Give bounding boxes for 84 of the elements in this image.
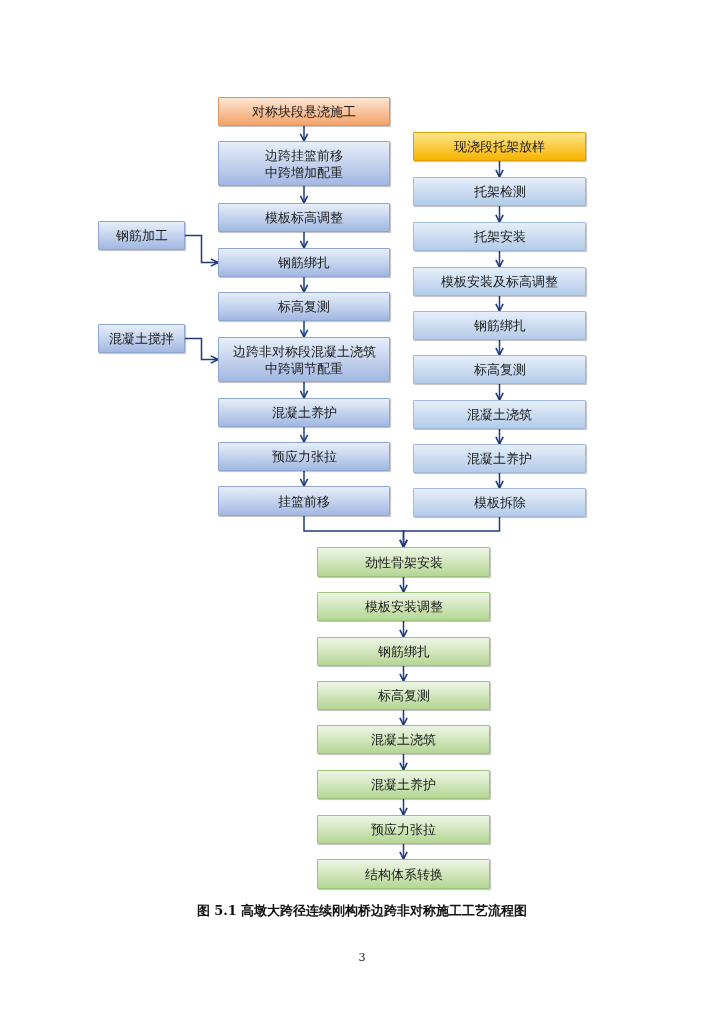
step-text: 混凝土养护 <box>371 776 436 793</box>
process-box <box>413 311 586 340</box>
arrow <box>399 516 501 548</box>
start-box <box>413 132 586 161</box>
figure-caption: 图 5.1 高墩大跨径连续刚构桥边跨非对称施工工艺流程图 <box>196 902 528 920</box>
process-box <box>98 221 185 250</box>
process-box <box>317 859 490 889</box>
process-box <box>218 398 390 427</box>
step-text: 混凝土养护 <box>467 450 532 467</box>
arrow <box>299 185 309 204</box>
step-text: 标高复测 <box>278 298 330 315</box>
arrow <box>299 470 309 487</box>
process-box <box>413 444 586 473</box>
arrow <box>495 383 504 401</box>
arrow <box>299 231 309 249</box>
arrow <box>399 753 408 771</box>
arrow <box>399 798 408 816</box>
step-text: 托架检测 <box>473 183 526 200</box>
step-text: 混凝土养护 <box>271 404 337 421</box>
step-text: 对称块段悬浇施工 <box>252 103 356 120</box>
step-text: 现浇段托架放样 <box>454 138 545 155</box>
process-box <box>413 267 586 296</box>
step-text: 预应力张拉 <box>271 448 337 465</box>
process-box <box>317 725 490 754</box>
step-text: 标高复测 <box>377 687 430 704</box>
process-box <box>218 292 390 321</box>
step-text: 预应力张拉 <box>371 821 436 838</box>
arrow <box>299 125 309 142</box>
process-box <box>218 442 390 471</box>
step-text: 模板标高调整 <box>265 209 343 226</box>
arrow <box>399 576 408 593</box>
arrow <box>399 620 408 638</box>
process-box <box>317 681 490 710</box>
step-text: 劲性骨架安装 <box>364 553 443 571</box>
process-box <box>317 592 490 621</box>
process-box <box>98 324 185 353</box>
step-text: 边跨非对称段混凝土浇筑中跨调节配重 <box>231 342 377 377</box>
step-text: 托架安装 <box>473 228 526 245</box>
process-box <box>413 222 586 251</box>
step-text: 钢筋绑扎 <box>377 643 430 660</box>
step-text: 模板安装及标高调整 <box>441 273 558 290</box>
process-box <box>317 637 490 666</box>
step-text: 模板安装调整 <box>364 598 443 615</box>
arrow <box>184 234 219 267</box>
process-box <box>218 141 390 186</box>
process-box <box>413 488 586 517</box>
arrow <box>299 381 309 399</box>
step-text: 挂篮前移 <box>278 492 330 510</box>
page-number: 3 <box>358 951 366 964</box>
step-text: 标高复测 <box>473 361 526 378</box>
arrow <box>399 709 408 726</box>
arrow <box>495 205 504 223</box>
process-box <box>317 770 490 799</box>
arrow <box>299 276 309 293</box>
start-box <box>218 97 390 126</box>
arrow <box>495 160 504 178</box>
arrow <box>399 665 408 682</box>
step-text: 混凝土浇筑 <box>371 731 436 748</box>
step-text: 结构体系转换 <box>364 865 443 883</box>
arrow <box>399 843 408 860</box>
process-box <box>218 337 390 382</box>
arrow <box>495 250 504 268</box>
process-box <box>317 547 490 577</box>
step-text: 混凝土搅拌 <box>109 330 174 347</box>
process-box <box>218 203 390 232</box>
arrow <box>495 295 504 312</box>
process-box <box>218 248 390 277</box>
arrow <box>184 337 219 364</box>
step-text: 模板拆除 <box>473 494 526 511</box>
step-text: 钢筋绑扎 <box>473 317 526 334</box>
arrow <box>299 320 309 338</box>
step-text: 钢筋绑扎 <box>278 254 330 271</box>
process-box <box>413 400 586 429</box>
process-box <box>317 815 490 844</box>
arrow <box>495 428 504 445</box>
process-box <box>413 355 586 384</box>
step-text: 混凝土浇筑 <box>467 406 532 423</box>
arrow <box>495 339 504 356</box>
step-text: 边跨挂篮前移中跨增加配重 <box>264 146 344 181</box>
step-text: 钢筋加工 <box>115 227 168 244</box>
process-box <box>218 486 390 516</box>
arrow <box>299 426 309 443</box>
process-box <box>413 177 586 206</box>
arrow <box>495 472 504 489</box>
